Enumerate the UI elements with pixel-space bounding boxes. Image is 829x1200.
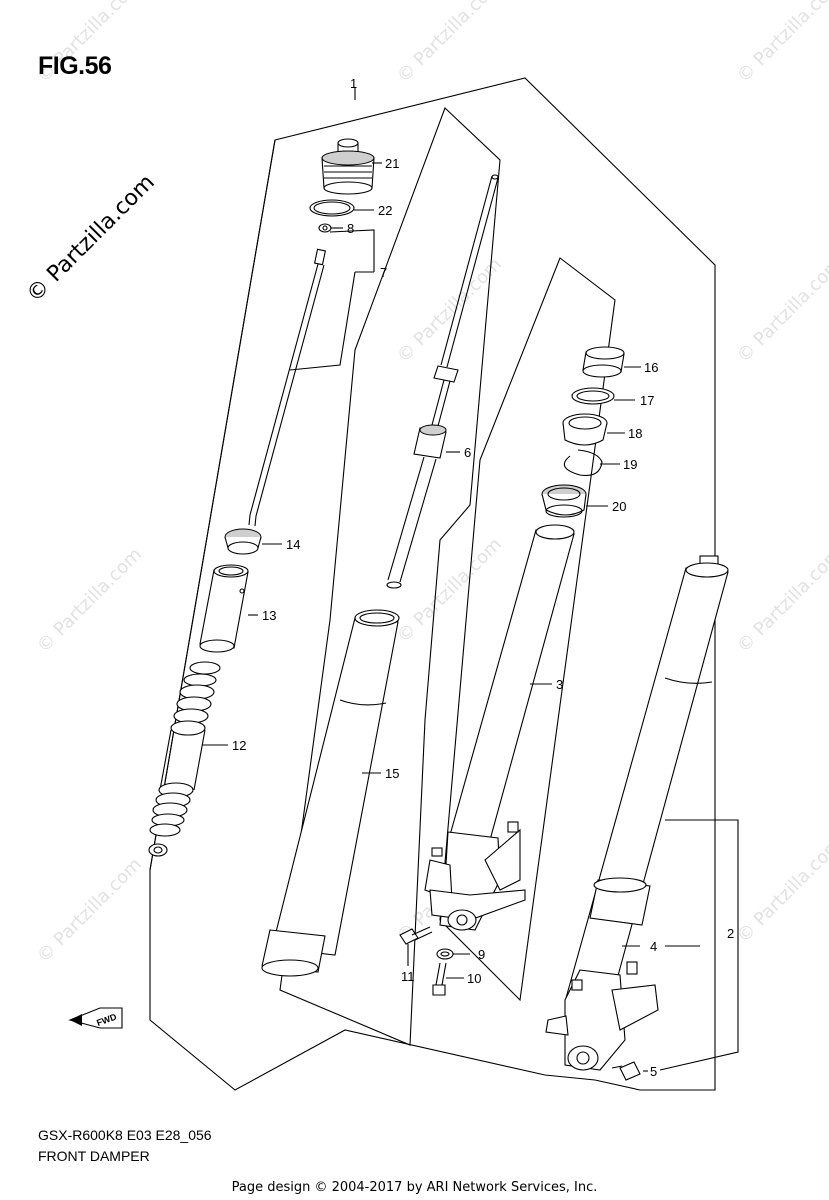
callout-9: 9 (478, 947, 485, 962)
callout-4: 4 (650, 939, 657, 954)
gasket-part (436, 948, 454, 960)
callout-2: 2 (727, 926, 734, 941)
assembly-frame-outline (149, 77, 716, 1091)
callout-17: 17 (640, 393, 654, 408)
callout-12: 12 (232, 738, 246, 753)
callout-14: 14 (286, 537, 300, 552)
section-name: FRONT DAMPER (38, 1148, 150, 1164)
fork-spring-part (149, 661, 221, 837)
callout-1: 1 (350, 76, 357, 91)
seat-washer-part (224, 528, 262, 555)
cap-bolt-part (321, 138, 375, 195)
circlip-part (563, 449, 603, 477)
callout-15: 15 (385, 766, 399, 781)
inner-tube-part (261, 609, 400, 977)
callout-22: 22 (378, 203, 392, 218)
callout-16: 16 (644, 360, 658, 375)
callout-18: 18 (628, 426, 642, 441)
leader-lines (202, 162, 700, 1072)
callout-6: 6 (464, 445, 471, 460)
axle-pinch-bolt-part (399, 926, 433, 945)
callout-8: 8 (347, 221, 354, 236)
outer-tube-right-part (545, 555, 729, 1071)
callout-21: 21 (385, 156, 399, 171)
figure-title: FIG.56 (38, 52, 112, 80)
bolt-right-part (611, 1061, 641, 1081)
washer-part (562, 413, 608, 446)
nut-part (318, 223, 332, 233)
o-ring-part (309, 199, 355, 217)
callout-7: 7 (380, 265, 387, 280)
callout-20: 20 (612, 499, 626, 514)
guide-bushing-part (571, 387, 615, 405)
oil-seal-part (541, 484, 587, 518)
cartridge-rod-part (386, 174, 499, 589)
callout-3: 3 (556, 677, 563, 692)
footer-copyright: Page design © 2004-2017 by ARI Network S… (231, 1180, 598, 1195)
spacer-part (199, 564, 249, 653)
outer-tube-frame (439, 257, 616, 1002)
damper-rod-part (248, 248, 327, 527)
inner-tube-frame (279, 107, 501, 1046)
callout-5: 5 (650, 1064, 657, 1079)
callout-13: 13 (262, 608, 276, 623)
slide-bushing-part (582, 346, 625, 378)
end-washer-part (148, 843, 168, 857)
callout-10: 10 (467, 971, 481, 986)
diagram-code: GSX-R600K8 E03 E28_056 (38, 1127, 212, 1143)
forward-arrow-icon (68, 1007, 123, 1029)
outer-tube-left-part (424, 524, 575, 931)
drain-bolt-part (432, 962, 447, 996)
callout-11: 11 (401, 969, 415, 984)
callout-19: 19 (623, 457, 637, 472)
callout-numbers: 1 2 3 4 5 6 7 8 9 10 11 12 13 14 15 16 1… (232, 76, 734, 1079)
